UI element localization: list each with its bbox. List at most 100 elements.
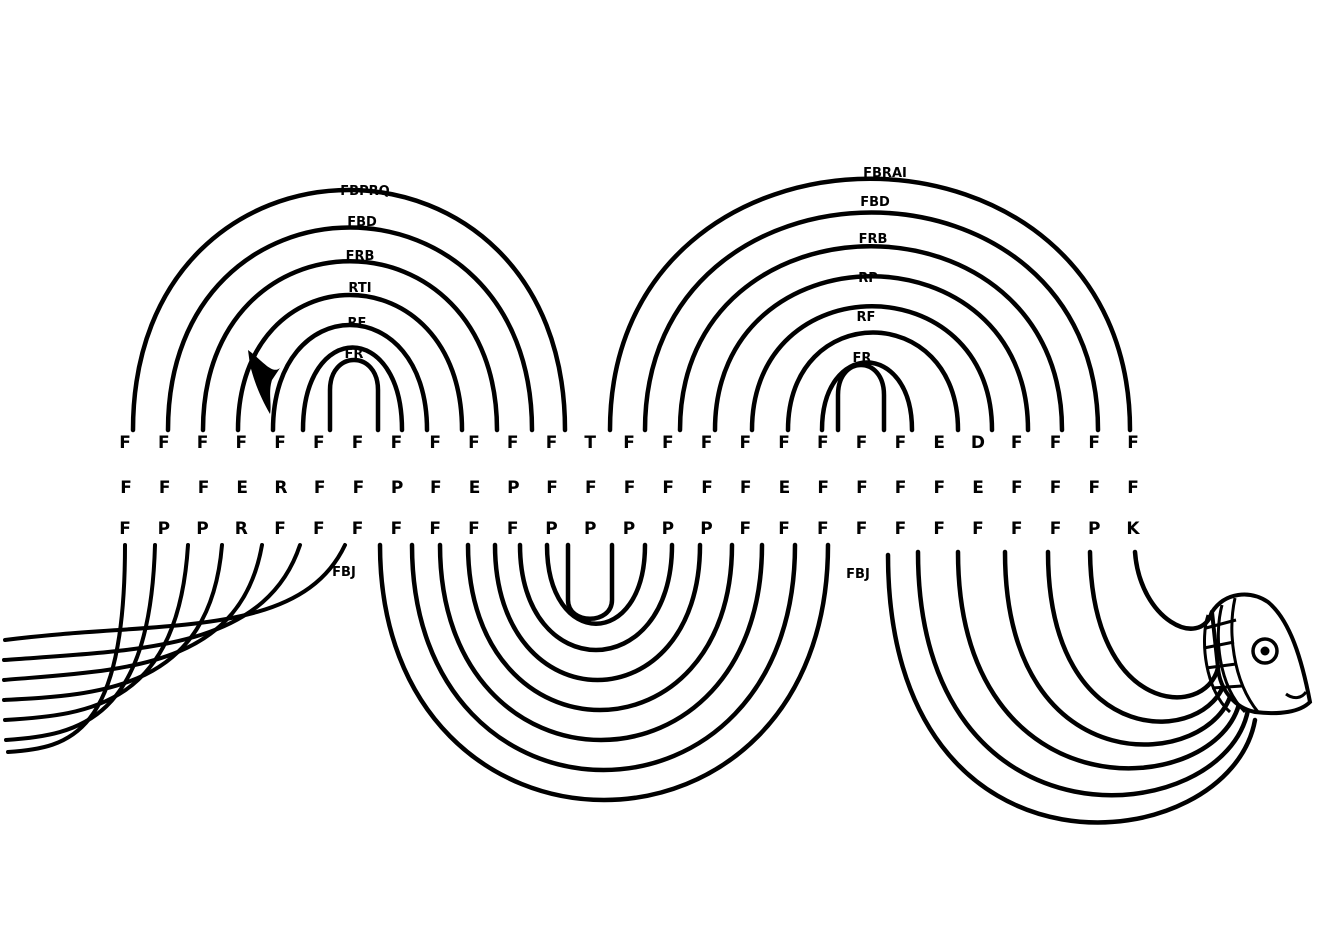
lower-row-glyph: F bbox=[119, 519, 131, 539]
lower-row-glyph: P bbox=[623, 519, 635, 539]
upper-row-glyph: F bbox=[1088, 433, 1100, 453]
upper-row-glyph: F bbox=[352, 433, 364, 453]
lower-row-glyph: P bbox=[545, 519, 557, 539]
upper-row-glyph: T bbox=[584, 433, 596, 453]
upper-row-glyph: F bbox=[701, 433, 713, 453]
lower-row-glyph: F bbox=[468, 519, 480, 539]
upper-row-glyph: E bbox=[933, 433, 945, 453]
upper-row-glyph: F bbox=[895, 433, 907, 453]
lower-row-glyph: P bbox=[196, 519, 208, 539]
left-arch-label-3: FRB bbox=[346, 249, 375, 264]
middle-row-glyph: F bbox=[1088, 478, 1100, 498]
lower-row-glyph: F bbox=[352, 519, 364, 539]
upper-row-glyph: F bbox=[739, 433, 751, 453]
middle-row-glyph: F bbox=[430, 478, 442, 498]
lower-row-glyph: P bbox=[158, 519, 170, 539]
middle-row-glyph: F bbox=[817, 478, 829, 498]
serpent-head-icon bbox=[1202, 592, 1313, 716]
right-arch-labels: FBRAI FBD FRB RP RF FR bbox=[853, 166, 907, 366]
upper-row-glyph: F bbox=[1050, 433, 1062, 453]
upper-row-glyph: F bbox=[429, 433, 441, 453]
right-arch-label-1: FBRAI bbox=[863, 166, 907, 181]
upper-row-glyph: F bbox=[623, 433, 635, 453]
lower-row-glyph: P bbox=[584, 519, 596, 539]
upper-row-glyph: F bbox=[546, 433, 558, 453]
lower-row-glyph: R bbox=[235, 519, 248, 539]
lower-row-glyph: F bbox=[972, 519, 984, 539]
right-arch-label-5: RF bbox=[857, 310, 876, 325]
middle-row-glyph: F bbox=[1127, 478, 1139, 498]
upper-row-glyph: F bbox=[468, 433, 480, 453]
right-arch-label-4: RP bbox=[858, 271, 878, 286]
middle-row-glyph: F bbox=[353, 478, 365, 498]
middle-row-glyph: F bbox=[120, 478, 132, 498]
middle-row-glyph: F bbox=[585, 478, 597, 498]
middle-row-glyph: F bbox=[662, 478, 674, 498]
middle-row-glyph: F bbox=[159, 478, 171, 498]
left-arch-label-2: FBD bbox=[347, 215, 377, 230]
upper-row-glyph: F bbox=[274, 433, 286, 453]
lower-row-glyph: F bbox=[313, 519, 325, 539]
lower-row-glyph: F bbox=[856, 519, 868, 539]
middle-row-glyph: F bbox=[1050, 478, 1062, 498]
lower-row-glyph: F bbox=[778, 519, 790, 539]
middle-row-glyph: F bbox=[314, 478, 326, 498]
upper-row-glyph: F bbox=[856, 433, 868, 453]
left-arch-label-5: RF bbox=[348, 316, 367, 331]
side-label-left: FBJ bbox=[332, 565, 356, 580]
upper-row-glyph: F bbox=[1127, 433, 1139, 453]
middle-row-glyph: E bbox=[779, 478, 791, 498]
left-arch-label-1: FBPRQ bbox=[340, 184, 389, 199]
upper-row-glyph: F bbox=[235, 433, 247, 453]
lower-row-glyph: F bbox=[1050, 519, 1062, 539]
bottom-u-lines bbox=[377, 542, 831, 803]
lower-row-glyph: F bbox=[739, 519, 751, 539]
middle-row-glyph: F bbox=[933, 478, 945, 498]
left-arch-label-4: RTI bbox=[348, 281, 371, 296]
right-arch-label-3: FRB bbox=[859, 232, 888, 247]
right-arch-label-6: FR bbox=[853, 351, 872, 366]
middle-row-glyph: F bbox=[740, 478, 752, 498]
middle-row-glyph: P bbox=[507, 478, 519, 498]
right-body-lines bbox=[885, 549, 1258, 825]
side-label-right: FBJ bbox=[846, 567, 870, 582]
upper-row-glyph: F bbox=[197, 433, 209, 453]
right-arch-lines bbox=[607, 176, 1133, 433]
lower-row-glyph: F bbox=[391, 519, 403, 539]
upper-row-glyph: F bbox=[391, 433, 403, 453]
middle-row-glyph: E bbox=[972, 478, 984, 498]
upper-row-glyph: F bbox=[817, 433, 829, 453]
upper-row-glyph: F bbox=[507, 433, 519, 453]
left-arch-label-6: FR bbox=[345, 347, 364, 362]
middle-row-glyph: F bbox=[624, 478, 636, 498]
middle-row-glyph: F bbox=[701, 478, 713, 498]
upper-row-glyph: F bbox=[662, 433, 674, 453]
lower-row-glyph: P bbox=[662, 519, 674, 539]
upper-row-glyph: F bbox=[778, 433, 790, 453]
lower-row-glyph: F bbox=[1011, 519, 1023, 539]
middle-row-glyph: F bbox=[546, 478, 558, 498]
middle-row-glyph: F bbox=[895, 478, 907, 498]
lower-row-glyph: F bbox=[429, 519, 441, 539]
upper-row-glyph: F bbox=[158, 433, 170, 453]
middle-row-glyph: E bbox=[236, 478, 248, 498]
upper-row-glyph: D bbox=[971, 433, 985, 453]
lower-row-glyph: F bbox=[817, 519, 829, 539]
lower-row-glyph: P bbox=[1088, 519, 1100, 539]
lower-row-glyph: F bbox=[274, 519, 286, 539]
middle-row-glyph: F bbox=[1011, 478, 1023, 498]
right-arch-label-2: FBD bbox=[860, 195, 890, 210]
lower-row-glyph: F bbox=[507, 519, 519, 539]
lower-row-glyph: F bbox=[933, 519, 945, 539]
upper-row-glyph: F bbox=[313, 433, 325, 453]
middle-row-glyph: E bbox=[469, 478, 481, 498]
lower-row-glyph: K bbox=[1126, 519, 1140, 539]
upper-row-glyph: F bbox=[1011, 433, 1023, 453]
left-arch-labels: FBPRQ FBD FRB RTI RF FR bbox=[340, 184, 389, 362]
upper-row-glyph: F bbox=[119, 433, 131, 453]
